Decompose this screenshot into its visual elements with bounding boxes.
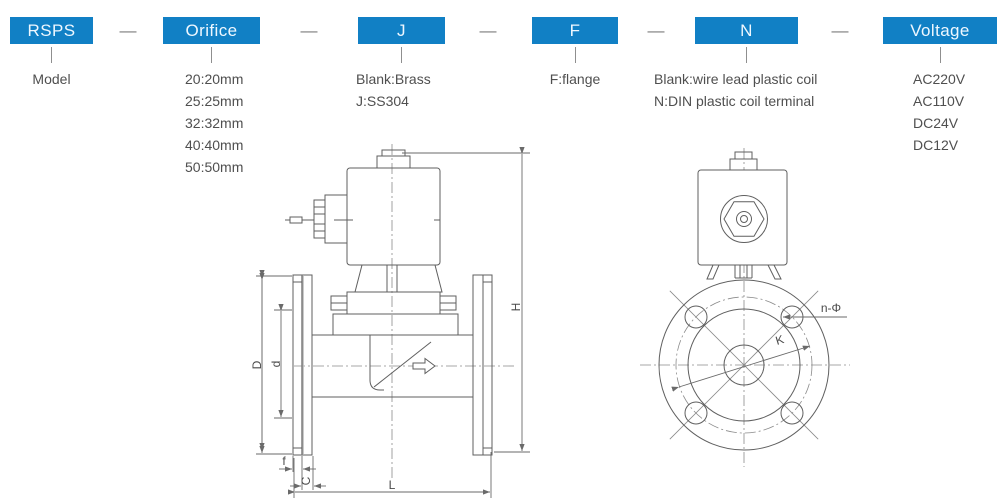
bolt-hole [780, 401, 804, 425]
bonnet-flange [330, 291, 459, 336]
dimension-label-L: L [389, 478, 396, 492]
side-view-drawing: D d H L f [250, 144, 530, 498]
flow-arrow [412, 357, 436, 375]
dimension-label-H: H [509, 303, 523, 312]
solenoid-coil [346, 149, 441, 266]
desc-line: AC220V [913, 71, 966, 87]
bolt-hole [684, 305, 708, 329]
desc-line: 25:25mm [185, 93, 244, 109]
bolt-hole [684, 401, 708, 425]
dimension-label-f: f [282, 454, 286, 468]
desc-line: J:SS304 [356, 93, 409, 109]
hex-nut [723, 201, 765, 237]
valve-body [312, 334, 473, 398]
desc-line: AC110V [913, 93, 965, 109]
tick-model [51, 47, 52, 63]
code-separator: — [831, 20, 849, 40]
desc-line: 20:20mm [185, 71, 244, 87]
desc-line: Blank:wire lead plastic coil [654, 71, 818, 87]
desc-line: F:flange [549, 71, 601, 87]
code-box-model: RSPS [10, 17, 93, 44]
code-separator: — [647, 20, 665, 40]
dimension-K: K [671, 332, 811, 392]
dimension-L: L [287, 452, 492, 498]
callout-n-phi: n-Φ [783, 301, 847, 320]
desc-material: Blank:Brass J:SS304 [356, 68, 431, 112]
din-connector [285, 194, 352, 244]
right-flange [472, 274, 493, 456]
left-flange [292, 274, 313, 456]
code-separator: — [300, 20, 318, 40]
front-view-drawing: K n-Φ [640, 148, 850, 467]
dimension-label-D: D [250, 360, 264, 369]
cropped-heading-remnant [0, 0, 190, 7]
code-box-flange: F [532, 17, 618, 44]
desc-coil: Blank:wire lead plastic coil N:DIN plast… [654, 68, 817, 112]
dimension-C: C [290, 456, 326, 490]
tick-coil [746, 47, 747, 63]
desc-line: DC12V [913, 137, 959, 153]
desc-line: DC24V [913, 115, 959, 131]
code-separator: — [119, 20, 137, 40]
dimension-label-C: C [299, 476, 313, 485]
dimension-D: D [250, 269, 292, 455]
desc-flange: F:flange [532, 68, 618, 90]
dimension-H: H [402, 146, 530, 453]
tick-orifice [211, 47, 212, 63]
dimension-f: f [279, 454, 316, 476]
code-box-voltage: Voltage [883, 17, 997, 44]
desc-line: Model [32, 71, 71, 87]
dimension-label-d: d [269, 361, 283, 368]
code-box-orifice: Orifice [163, 17, 260, 44]
tick-material [401, 47, 402, 63]
desc-line: N:DIN plastic coil terminal [654, 93, 815, 109]
armature-tube [354, 264, 443, 293]
desc-line: Blank:Brass [356, 71, 431, 87]
dimension-d: d [269, 303, 292, 419]
desc-voltage: AC220V AC110V DC24V DC12V [913, 68, 965, 156]
code-box-material: J [358, 17, 445, 44]
solenoid-coil-front [697, 151, 788, 280]
desc-orifice: 20:20mm 25:25mm 32:32mm 40:40mm 50:50mm [185, 68, 243, 178]
code-separator: — [479, 20, 497, 40]
desc-line: 50:50mm [185, 159, 244, 175]
tick-flange [575, 47, 576, 63]
dimension-label-K: K [774, 332, 786, 348]
dimension-label-n-phi: n-Φ [821, 301, 841, 315]
desc-model: Model [10, 68, 93, 90]
tick-voltage [940, 47, 941, 63]
desc-line: 40:40mm [185, 137, 244, 153]
code-box-coil: N [695, 17, 798, 44]
desc-line: 32:32mm [185, 115, 244, 131]
